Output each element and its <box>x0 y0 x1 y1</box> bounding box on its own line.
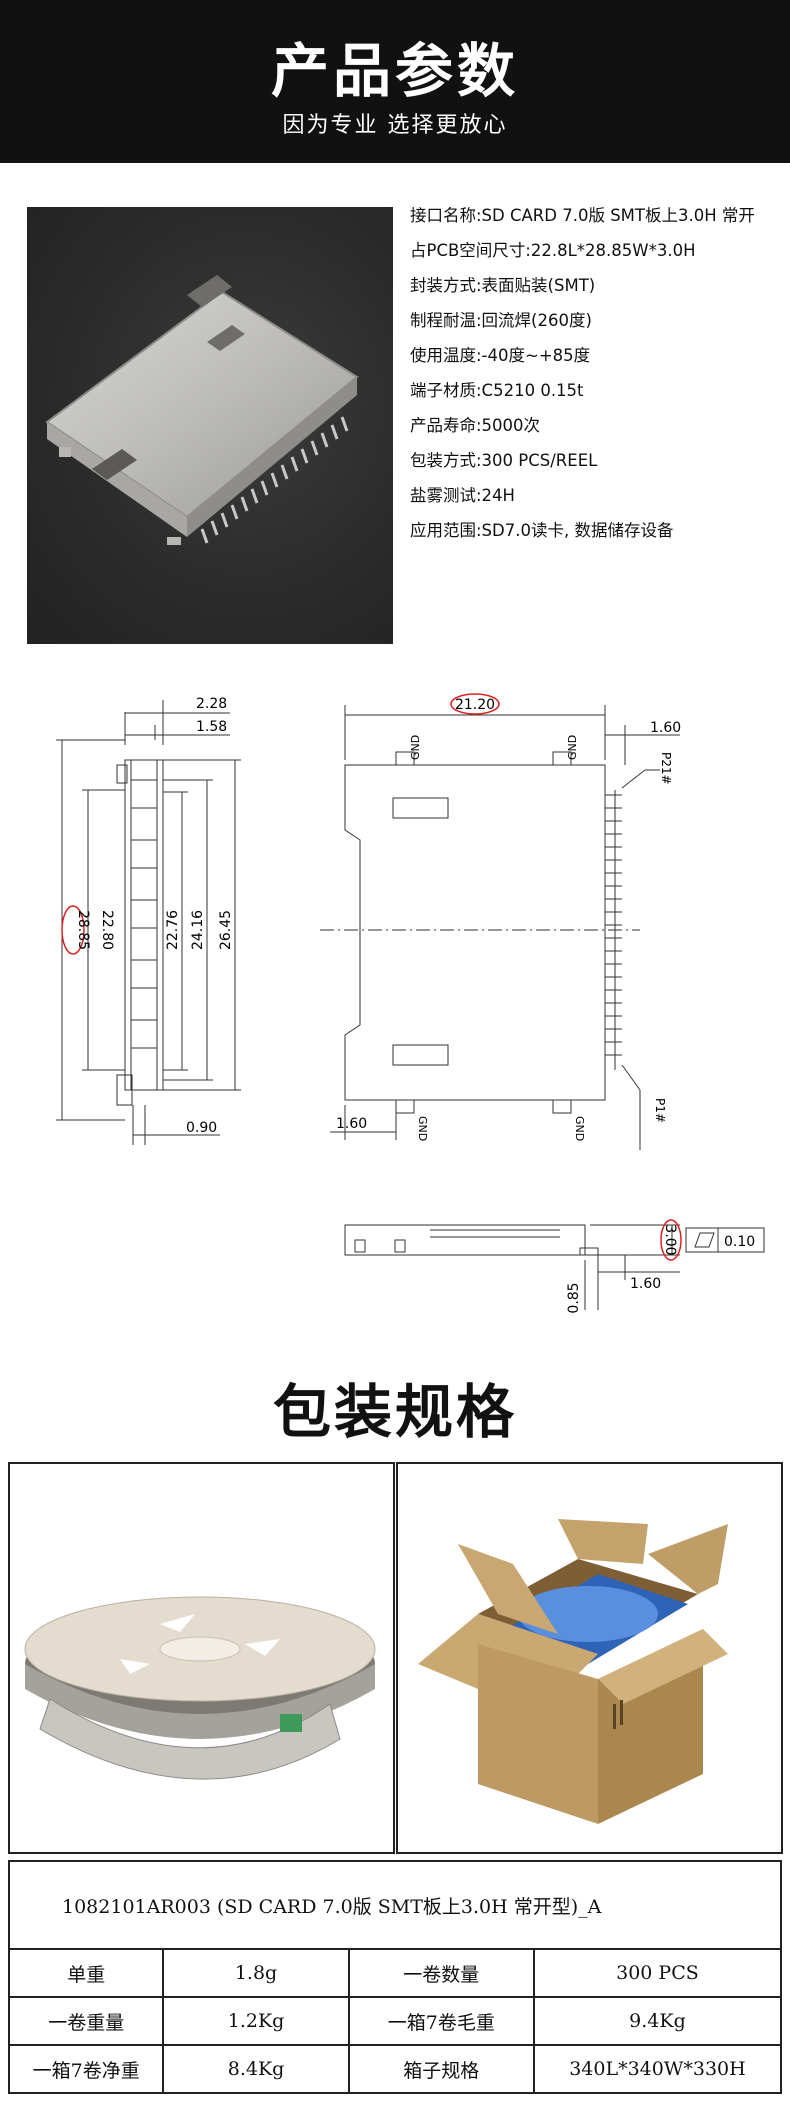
table-cell: 1.2Kg <box>162 1996 350 2046</box>
table-cell: 单重 <box>7 1948 165 1998</box>
table-row: 单重 1.8g 一卷数量 300 PCS <box>7 1948 783 1998</box>
product-photo <box>27 207 393 644</box>
dim-22-76: 22.76 <box>165 910 181 950</box>
spec-pcb-size: 占PCB空间尺寸:22.8L*28.85W*3.0H <box>410 241 696 260</box>
spec-process-temp: 制程耐温:回流焊(260度) <box>410 311 592 330</box>
table-cell: 一卷重量 <box>7 1996 165 2046</box>
dim-2-28: 2.28 <box>196 696 227 712</box>
spec-operating-temp: 使用温度:-40度~+85度 <box>410 346 591 365</box>
packaging-spec-table: 1082101AR003 (SD CARD 7.0版 SMT板上3.0H 常开型… <box>7 1860 783 2094</box>
spec-interface: 接口名称:SD CARD 7.0版 SMT板上3.0H 常开 <box>410 206 755 225</box>
technical-drawing: 2.28 1.58 28.85 22.80 22.76 24.16 26.45 … <box>0 680 790 1350</box>
table-row: 一卷重量 1.2Kg 一箱7卷毛重 9.4Kg <box>7 1996 783 2046</box>
dim-0-85: 0.85 <box>566 1282 582 1313</box>
spec-packaging-type: 封装方式:表面贴装(SMT) <box>410 276 596 295</box>
table-cell: 一箱7卷净重 <box>7 2044 165 2094</box>
carton-photo <box>396 1462 783 1854</box>
carton-box-icon <box>418 1519 728 1824</box>
dim-0-90: 0.90 <box>186 1120 217 1136</box>
table-cell: 一卷数量 <box>347 1948 535 1998</box>
product-name-cell: 1082101AR003 (SD CARD 7.0版 SMT板上3.0H 常开型… <box>8 1860 782 1950</box>
table-cell: 一箱7卷毛重 <box>347 1996 535 2046</box>
dim-3-00: 3.00 <box>662 1224 678 1255</box>
dim-top-1-60: 1.60 <box>650 720 681 736</box>
spec-application: 应用范围:SD7.0读卡, 数据储存设备 <box>410 521 674 540</box>
table-cell: 1.8g <box>162 1948 350 1998</box>
flatness-0-10: 0.10 <box>724 1234 755 1250</box>
dim-left-1-60: 1.60 <box>336 1116 367 1132</box>
spec-lifespan: 产品寿命:5000次 <box>410 416 541 435</box>
dim-front-1-60: 1.60 <box>630 1276 661 1292</box>
gnd-label-bottom-right: GND <box>573 1116 586 1141</box>
header-banner: 产品参数 因为专业 选择更放心 <box>0 0 790 163</box>
spec-packing: 包装方式:300 PCS/REEL <box>410 451 598 470</box>
table-cell: 8.4Kg <box>162 2044 350 2094</box>
table-cell: 箱子规格 <box>347 2044 535 2094</box>
spec-list: 接口名称:SD CARD 7.0版 SMT板上3.0H 常开 占PCB空间尺寸:… <box>410 198 788 548</box>
spec-salt-spray: 盐雾测试:24H <box>410 486 515 505</box>
gnd-label-bottom-left: GND <box>416 1116 429 1141</box>
product-name-row: 1082101AR003 (SD CARD 7.0版 SMT板上3.0H 常开型… <box>8 1860 782 1950</box>
dim-28-85: 28.85 <box>75 910 91 950</box>
reel-icon <box>24 1596 376 1780</box>
dim-21-20: 21.20 <box>455 697 495 713</box>
dim-1-58: 1.58 <box>196 719 227 735</box>
page-subtitle: 因为专业 选择更放心 <box>282 113 508 138</box>
pin1-label: P1# <box>653 1098 667 1123</box>
table-row: 一箱7卷净重 8.4Kg 箱子规格 340L*340W*330H <box>7 2044 783 2094</box>
table-cell: 9.4Kg <box>532 1996 783 2046</box>
gnd-label-top-right: GND <box>566 735 579 760</box>
table-cell: 340L*340W*330H <box>532 2044 783 2094</box>
dimension-drawing-svg: 2.28 1.58 28.85 22.80 22.76 24.16 26.45 … <box>56 693 765 1314</box>
spec-terminal-material: 端子材质:C5210 0.15t <box>410 381 584 400</box>
reel-photo <box>8 1462 395 1854</box>
packaging-title: 包装规格 <box>272 1378 517 1446</box>
gnd-label-top-left: GND <box>409 735 422 760</box>
dim-26-45: 26.45 <box>218 910 234 950</box>
dim-22-80: 22.80 <box>99 910 115 950</box>
dim-24-16: 24.16 <box>190 910 206 950</box>
page-title: 产品参数 <box>270 37 519 105</box>
pin21-label: P21# <box>659 752 673 785</box>
table-cell: 300 PCS <box>532 1948 783 1998</box>
sd-connector-image <box>45 275 359 545</box>
